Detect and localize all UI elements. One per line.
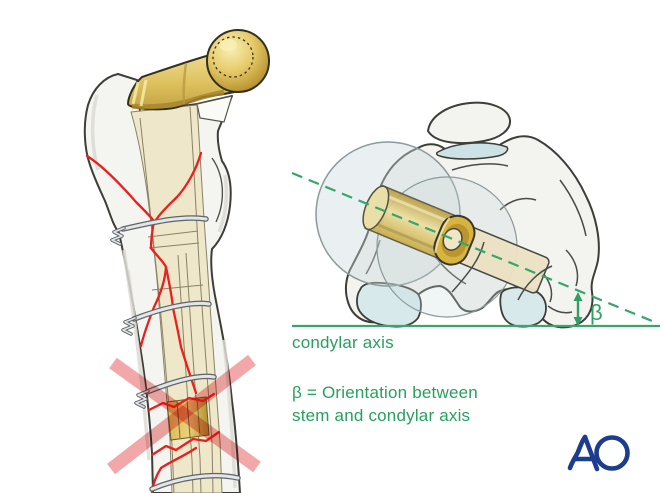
cartilage-crescent [435,142,509,160]
prosthesis-head [206,29,270,93]
cerclage-wire [149,472,241,492]
stem-axis-dashed-line [291,171,658,325]
condyle-pad-left [356,281,422,328]
trochanter-fragment [426,101,512,145]
cerclage-wire [121,300,212,336]
beta-definition-line2: stem and condylar axis [292,406,471,425]
condylar-axis-label: condylar axis [292,333,394,352]
beta-angle-label: β [590,300,603,325]
beta-definition-line1: β = Orientation between [292,383,478,402]
bone-over-stem-lines [451,241,553,301]
taper-dotted-outline [212,36,254,78]
prohibition-x-icon [107,354,261,475]
femur-stem-illustration [83,29,270,493]
axial-orientation-illustration: β [291,101,660,329]
neck-cut-surface [196,95,233,123]
cerclage-wires [110,215,241,492]
beta-definition-text: β = Orientation between stem and condyla… [292,381,478,427]
ao-logo-letter-o [594,435,630,471]
ao-logo [567,434,630,472]
medial-bulge-line [211,157,224,223]
ao-logo-letter-a [567,434,588,471]
cerclage-wire [110,215,209,246]
condyle-pad-right [499,286,547,328]
beta-angle-arrow [573,292,583,326]
